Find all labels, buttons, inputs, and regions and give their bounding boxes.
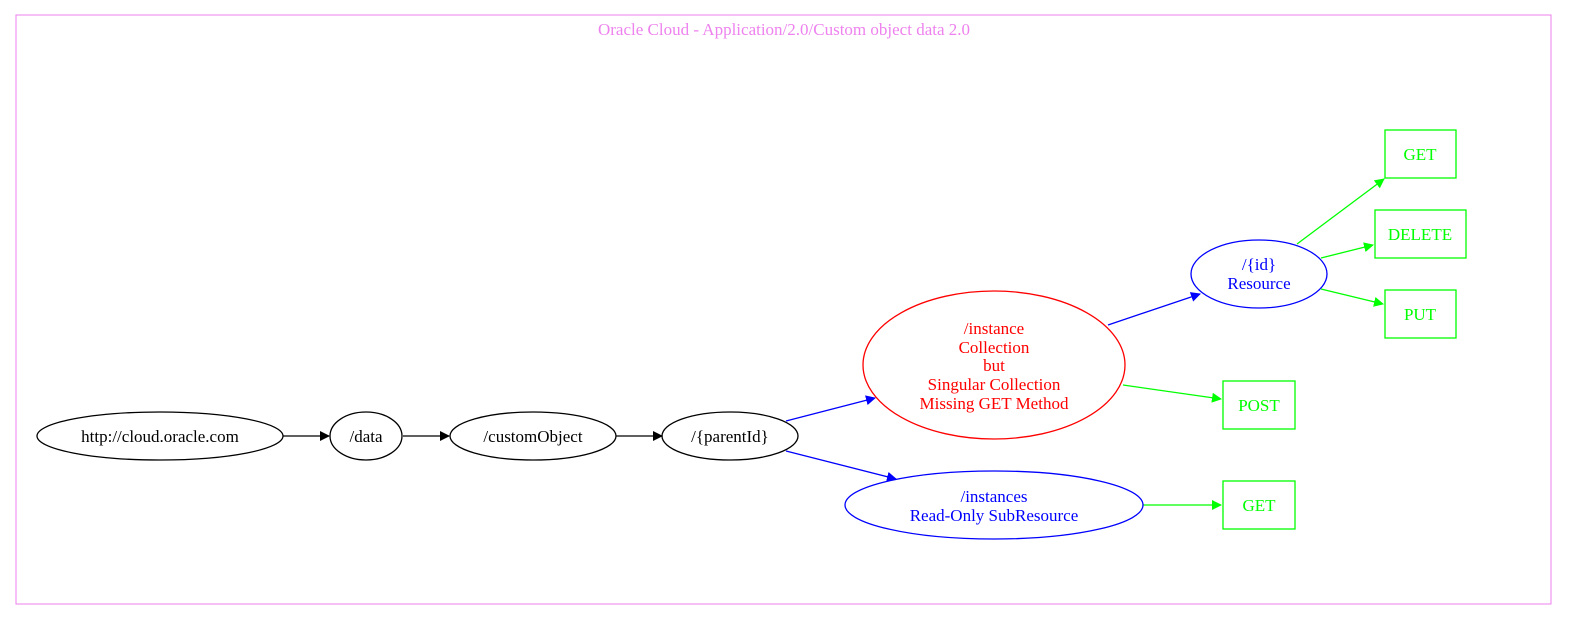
node-parentid[interactable]: /{parentId}	[661, 411, 799, 461]
edge-instance-post	[1122, 384, 1222, 403]
node-instance-line1: /instance	[964, 319, 1024, 338]
node-root[interactable]: http://cloud.oracle.com	[36, 411, 284, 461]
node-customobject[interactable]: /customObject	[449, 411, 617, 461]
node-instances-subresource[interactable]: /instances Read-Only SubResource	[844, 470, 1144, 540]
node-instance-line4: Singular Collection	[928, 375, 1061, 394]
method-post-instance[interactable]: POST	[1222, 380, 1296, 430]
method-delete-id-label: DELETE	[1388, 225, 1452, 244]
node-parentid-label: /{parentId}	[691, 427, 769, 446]
node-instance-line5: Missing GET Method	[920, 394, 1069, 413]
edge-id-get	[1296, 178, 1385, 245]
edge-instance-id	[1107, 292, 1201, 326]
method-get-id-label: GET	[1403, 145, 1437, 164]
node-instances-line2: Read-Only SubResource	[910, 506, 1079, 525]
method-get-instances[interactable]: GET	[1222, 480, 1296, 530]
cluster-frame	[15, 14, 1552, 605]
node-instance-line3: but	[983, 356, 1005, 375]
node-id-line2: Resource	[1227, 274, 1290, 293]
edge-id-put	[1320, 288, 1384, 307]
edge-id-delete	[1320, 242, 1374, 259]
node-instances-line1: /instances	[960, 487, 1027, 506]
node-instance-line2: Collection	[959, 338, 1030, 357]
method-put-id[interactable]: PUT	[1384, 289, 1457, 339]
diagram-title: Oracle Cloud - Application/2.0/Custom ob…	[598, 20, 970, 39]
node-data[interactable]: /data	[329, 411, 403, 461]
node-instance-collection[interactable]: /instance Collection but Singular Collec…	[862, 290, 1126, 440]
edges	[283, 178, 1385, 510]
node-id-resource[interactable]: /{id} Resource	[1190, 239, 1328, 309]
node-id-line1: /{id}	[1242, 255, 1276, 274]
method-get-instances-label: GET	[1242, 496, 1276, 515]
node-root-label: http://cloud.oracle.com	[81, 427, 239, 446]
method-post-instance-label: POST	[1238, 396, 1280, 415]
edge-parentid-instances	[785, 450, 897, 482]
edge-parentid-instance	[785, 395, 876, 422]
method-delete-id[interactable]: DELETE	[1374, 209, 1467, 259]
method-put-id-label: PUT	[1404, 305, 1437, 324]
method-get-id[interactable]: GET	[1384, 129, 1457, 179]
node-data-label: /data	[349, 427, 382, 446]
node-customobject-label: /customObject	[483, 427, 582, 446]
